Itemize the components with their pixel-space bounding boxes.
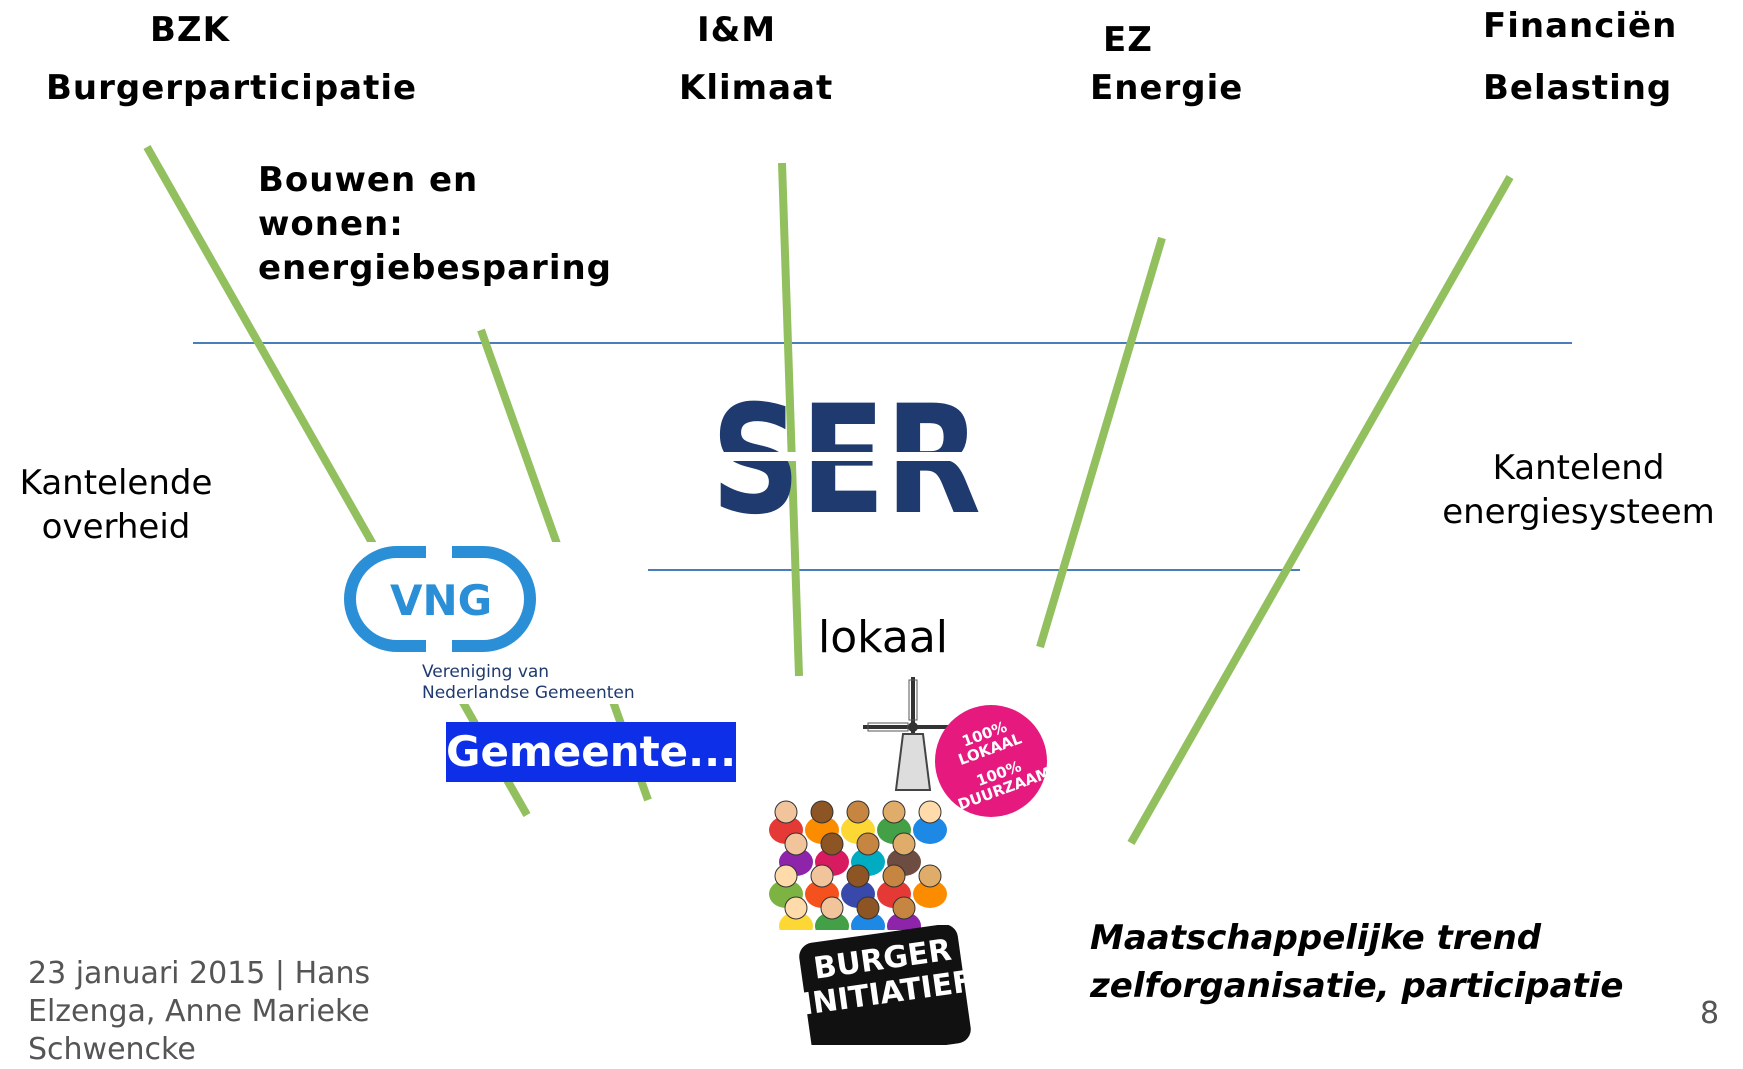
ser-logo-graphic: SER [708,374,984,548]
person-head [810,800,834,824]
kantelend-energiesysteem-label: Kantelend energiesysteem [1426,446,1731,534]
lokaal-duurzaam-badge: 100% LOKAAL 100% DUURZAAM [935,705,1053,817]
person-head [774,800,798,824]
vng-logo: VNG Vereniging van Nederlandse Gemeenten [340,542,648,704]
diagram-lines [143,145,1572,845]
vng-name-line-2: Nederlandse Gemeenten [422,683,635,703]
ministry-im-abbr: I&M [697,10,777,50]
ser-logo: SER [708,374,984,548]
burger-initiatief-badge: BURGER INITIATIEF [795,925,975,1045]
people-crowd-icon [768,790,950,940]
green-line-financien [1127,175,1514,845]
page-number: 8 [1700,996,1720,1031]
person-head [810,864,834,888]
person-head [892,896,916,920]
ministry-ez-topic: Energie [1090,68,1244,108]
person-head [784,896,808,920]
vng-full-name: Vereniging van Nederlandse Gemeenten [422,662,635,704]
bouwen-line-3: energiebesparing [258,248,613,288]
vng-logo-graphic [344,544,536,654]
maatschappelijke-trend-label: Maatschappelijke trend zelforganisatie, … [1090,914,1623,1010]
bouwen-line-2: wonen: [258,204,404,244]
person-head [918,800,942,824]
vng-name-line-1: Vereniging van [422,662,550,682]
ministry-financien-topic: Belasting [1483,68,1673,108]
green-line-im [778,162,803,677]
trend-line-2: zelforganisatie, participatie [1090,966,1624,1006]
vng-abbr: VNG [390,576,493,625]
trend-line-1: Maatschappelijke trend [1090,918,1542,958]
person-head [846,864,870,888]
ministry-im-topic: Klimaat [679,68,834,108]
person-head [882,864,906,888]
footer-line-1: 23 januari 2015 | Hans [28,956,371,991]
bouwen-line-1: Bouwen en [258,160,479,200]
ministry-bzk-topic: Burgerparticipatie [46,68,418,108]
kantelende-overheid-label: Kantelende overheid [10,461,222,549]
person-head [820,896,844,920]
left-label-line-2: overheid [41,507,191,547]
left-label-line-1: Kantelende [19,463,213,503]
ministry-bzk-abbr: BZK [150,10,230,50]
right-label-line-2: energiesysteem [1442,492,1715,532]
person-head [784,832,808,856]
person-head [856,896,880,920]
person-head [882,800,906,824]
right-label-line-1: Kantelend [1492,448,1665,488]
person-head [918,864,942,888]
person-head [846,800,870,824]
person-head [820,832,844,856]
lokaal-label: lokaal [818,612,949,663]
ministry-ez-abbr: EZ [1103,20,1153,60]
person-head [892,832,916,856]
footer-line-2: Elzenga, Anne Marieke [28,994,370,1029]
footer-line-3: Schwencke [28,1032,196,1067]
person-head [774,864,798,888]
footer-date-authors: 23 januari 2015 | Hans Elzenga, Anne Mar… [28,955,370,1069]
person-head [856,832,880,856]
green-line-ez [1036,236,1166,649]
gemeente-badge: Gemeente... [446,722,736,782]
bouwen-wonen-label: Bouwen en wonen: energiebesparing [258,158,612,290]
person-body [913,816,947,844]
ministry-financien-abbr: Financiën [1483,6,1678,46]
person-body [913,880,947,908]
